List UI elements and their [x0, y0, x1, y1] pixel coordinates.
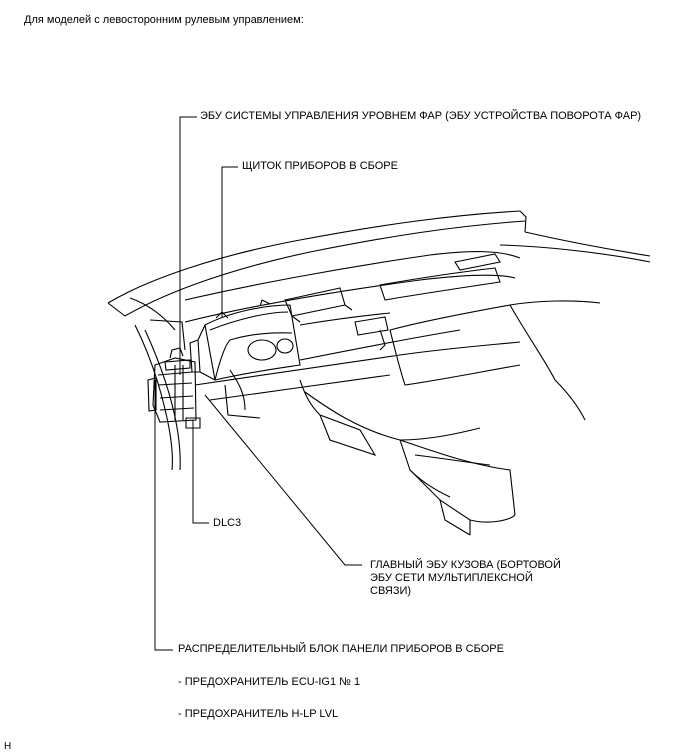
combination-meter-illustration	[189, 299, 301, 419]
label-headlight-ecu: ЭБУ СИСТЕМЫ УПРАВЛЕНИЯ УРОВНЕМ ФАР (ЭБУ …	[200, 110, 642, 122]
label-dlc3: DLC3	[213, 517, 242, 529]
label-main-body-ecu-line3: СВЯЗИ)	[370, 585, 412, 597]
dashboard-outline	[107, 210, 651, 536]
label-fuse-ecu-ig1: - ПРЕДОХРАНИТЕЛЬ ECU-IG1 № 1	[178, 676, 361, 688]
leader-dlc3	[192, 420, 209, 524]
page-header: Для моделей с левосторонним рулевым упра…	[24, 14, 304, 26]
leader-combination-meter	[221, 166, 238, 318]
leader-main-body-ecu	[204, 394, 362, 566]
label-junction-block: РАСПРЕДЕЛИТЕЛЬНЫЙ БЛОК ПАНЕЛИ ПРИБОРОВ В…	[178, 643, 504, 655]
footer-code: H	[4, 741, 12, 752]
leader-junction-block	[154, 380, 173, 651]
label-fuse-hlp-lvl: - ПРЕДОХРАНИТЕЛЬ H-LP LVL	[178, 708, 339, 720]
label-main-body-ecu-line2: ЭБУ СЕТИ МУЛЬТИПЛЕКСНОЙ	[370, 572, 533, 584]
leader-lines	[154, 116, 362, 651]
label-combination-meter: ЩИТОК ПРИБОРОВ В СБОРЕ	[242, 160, 398, 172]
label-main-body-ecu-line1: ГЛАВНЫЙ ЭБУ КУЗОВА (БОРТОВОЙ	[370, 559, 561, 571]
leader-headlight-ecu	[179, 116, 197, 375]
junction-block-illustration	[147, 347, 201, 429]
